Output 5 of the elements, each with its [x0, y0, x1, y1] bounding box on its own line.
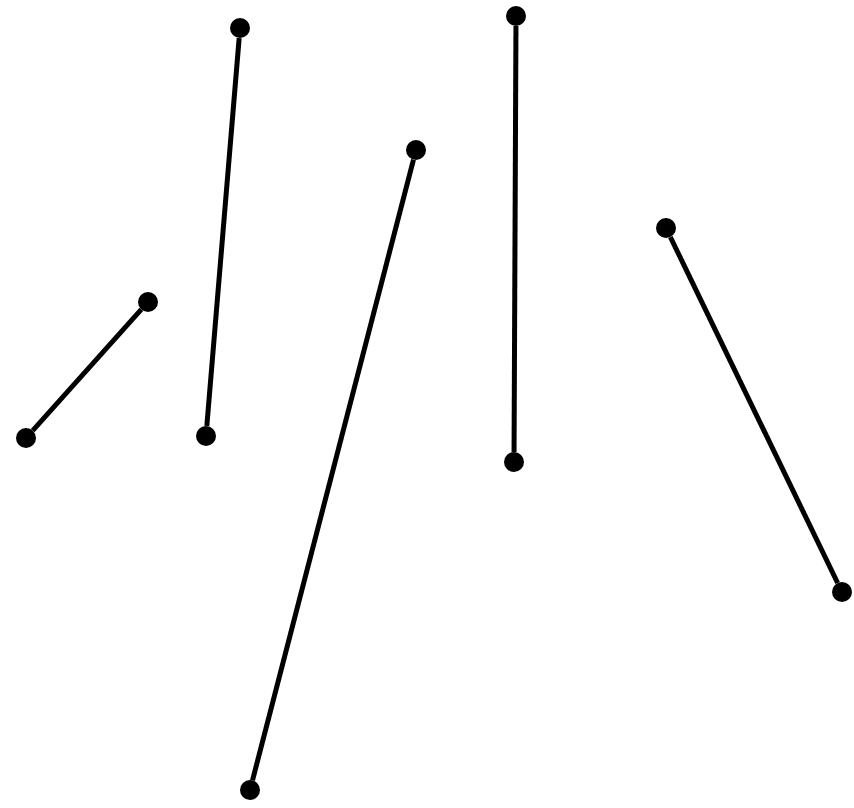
- line: [30, 307, 144, 433]
- line: [204, 37, 242, 427]
- line: [250, 159, 416, 781]
- line: [668, 235, 840, 585]
- line: [511, 26, 519, 452]
